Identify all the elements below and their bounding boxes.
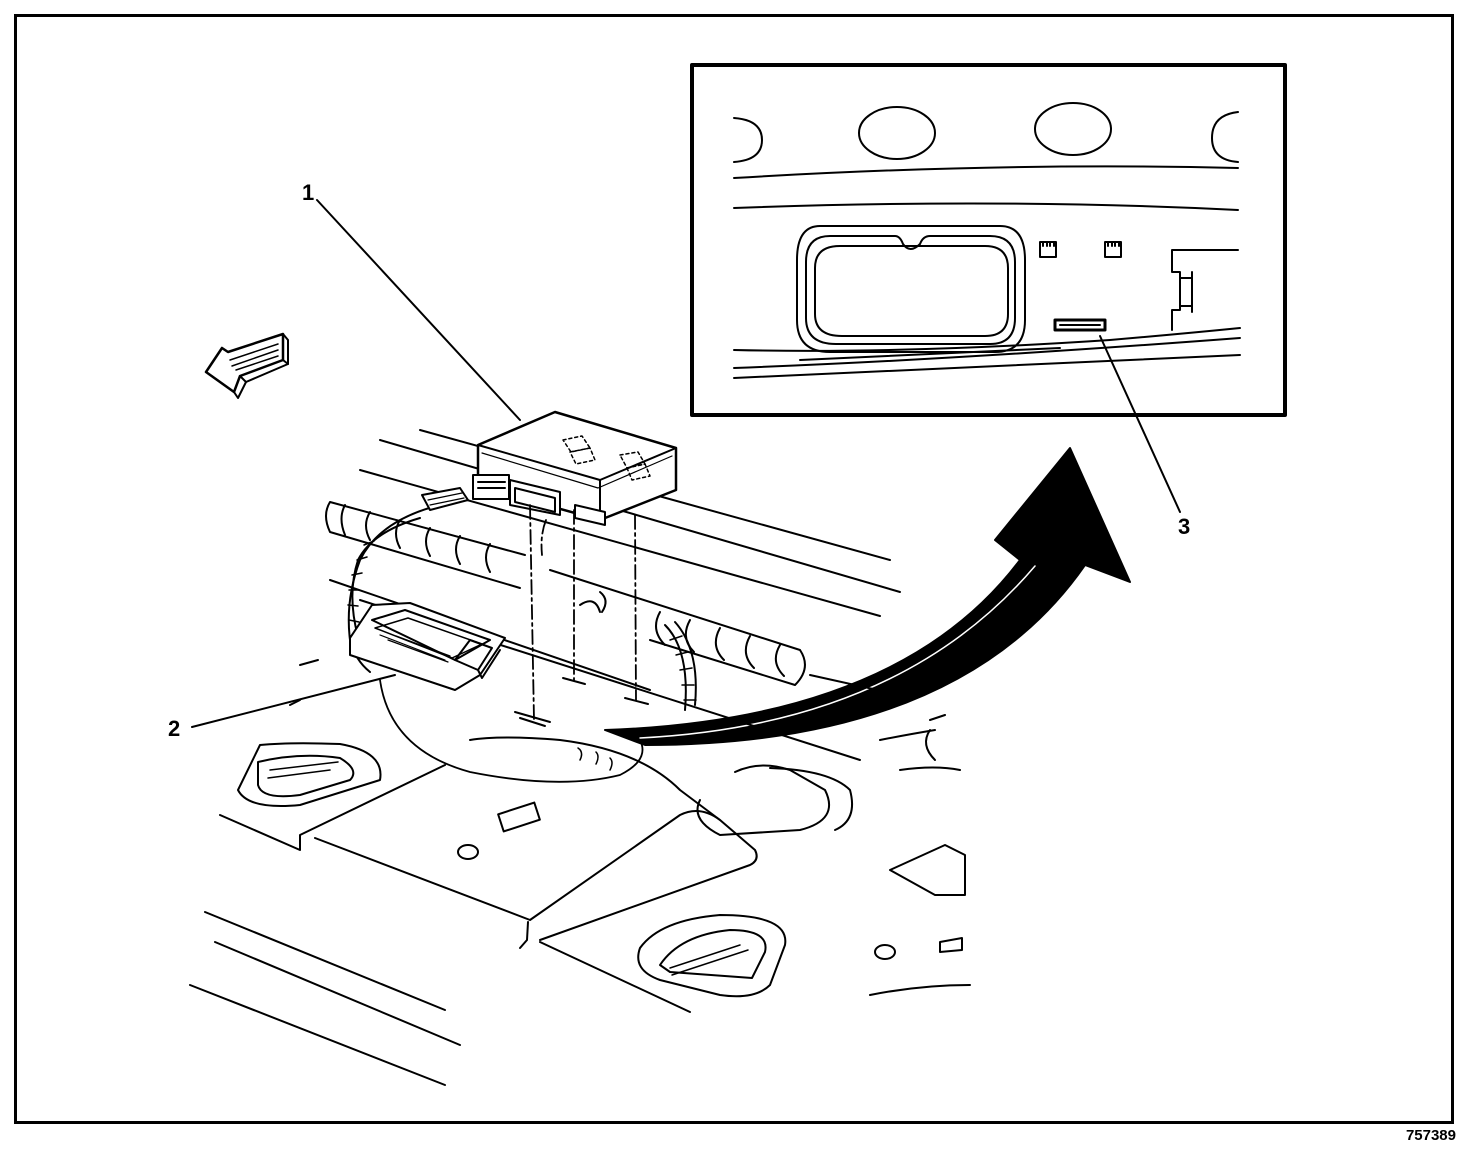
floor-pan [189,659,971,1086]
module [421,410,678,526]
curved-arrow [604,447,1131,746]
detail-inset [690,63,1287,417]
callout-1: 1 [302,180,315,205]
oval-hole [858,106,936,160]
slot [1053,318,1107,332]
leader-line-3 [1099,335,1181,513]
oval-hole [1034,102,1112,156]
wiring-harness [325,501,806,711]
figure-id: 757389 [1405,1127,1456,1144]
leader-line-1 [316,199,521,421]
main-assembly [189,199,1181,1086]
callout-2: 2 [168,716,181,741]
figure-frame [14,14,1454,1124]
leader-line-2 [191,674,396,728]
front-direction-arrow [204,332,289,399]
connector [349,602,506,691]
detail-circle [379,679,644,783]
callout-3: 3 [1178,514,1191,539]
install-lines [529,504,637,721]
